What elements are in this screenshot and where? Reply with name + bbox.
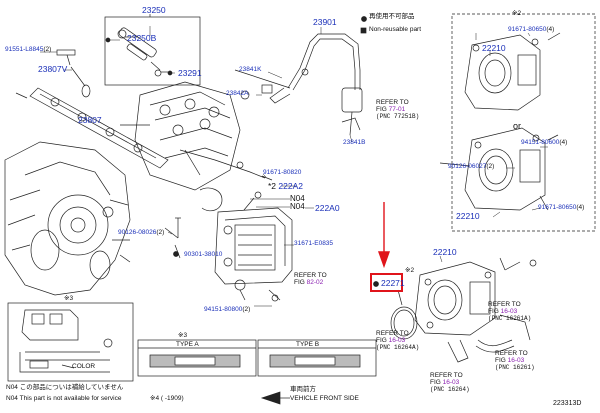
- throttle-actuator-drawing: [164, 187, 293, 302]
- type-a-label: TYPE A: [176, 341, 199, 348]
- part-22210-alt-a[interactable]: 22210: [482, 43, 506, 53]
- injector-drawing: [117, 27, 168, 77]
- part-23841K[interactable]: 23841K: [239, 66, 262, 73]
- mark-x3-inset: ※3: [64, 295, 74, 302]
- note-n04-b: N04: [290, 202, 305, 211]
- highlight-box-22271: [370, 273, 403, 292]
- refer-to-16-03-16261A[interactable]: REFER TO FIG 16-03 (PNC 16261A): [488, 301, 532, 322]
- part-90301-38010[interactable]: 90301-38010: [184, 251, 223, 258]
- fuel-rail-drawing: [15, 87, 169, 169]
- clip-drawing: [56, 49, 91, 98]
- part-23841B[interactable]: 23841B: [343, 139, 366, 146]
- part-23807[interactable]: 23807: [78, 115, 102, 125]
- part-91671-80650-b[interactable]: 91671-80650(4): [538, 204, 585, 211]
- note-n04-a: N04: [290, 194, 305, 203]
- square-symbol: [360, 27, 367, 34]
- sensor-inset-box: [7, 302, 134, 382]
- part-94151-80600[interactable]: 94151-80600(4): [521, 139, 568, 146]
- legend-non-reusable-en: Non-reusable part: [369, 26, 422, 33]
- part-23250B[interactable]: 23250B: [127, 33, 157, 43]
- part-23842A[interactable]: 23842A: [226, 90, 249, 97]
- red-pointer-arrow: [378, 202, 390, 269]
- throttle-body-main-drawing: [414, 257, 537, 363]
- part-91671-80650-a[interactable]: 91671-80650(4): [508, 26, 555, 33]
- part-94151-80800[interactable]: 94151-80800(2): [204, 306, 251, 313]
- alternatives-box: [451, 13, 596, 232]
- sensor-inset-drawing: [19, 309, 113, 373]
- refer-to-16-03-16264A[interactable]: REFER TO FIG 16-03 (PNC 16264A): [376, 330, 420, 351]
- throttle-body-alt-b-drawing: [439, 127, 559, 211]
- type-b-label: TYPE B: [296, 341, 320, 348]
- part-90126-06027[interactable]: 90126-06027(2): [448, 163, 495, 170]
- refer-to-16-03-16264[interactable]: REFER TO FIG 16-03 (PNC 16264): [430, 372, 470, 393]
- part-222A2[interactable]: *2 222A2: [268, 181, 304, 191]
- mark-x3-type: ※3: [178, 332, 188, 339]
- part-222A0[interactable]: 222A0: [315, 203, 340, 213]
- engine-block-drawing: [134, 81, 241, 191]
- part-23807V[interactable]: 23807V: [38, 64, 68, 74]
- part-22210-alt-b[interactable]: 22210: [456, 211, 480, 221]
- injector-group-box: [104, 16, 201, 86]
- refer-to-16-03-16261[interactable]: REFER TO FIG 16-03 (PNC 16261): [495, 350, 535, 371]
- vehicle-front-en: VEHICLE FRONT SIDE: [290, 395, 359, 402]
- refer-to-82-02[interactable]: REFER TO FIG 82-02: [294, 272, 327, 286]
- footer-date-range: ※4 ( -1909): [150, 395, 184, 402]
- legend-not-reusable-jp: 再使用不可部品: [369, 13, 415, 20]
- or-label: or: [513, 121, 522, 131]
- part-91671-80820[interactable]: 91671-80820: [263, 169, 302, 176]
- part-23250[interactable]: 23250: [142, 5, 166, 15]
- non-reusable-symbol: [361, 16, 367, 22]
- mark-x2-inset: ※2: [512, 10, 522, 17]
- diagram-id: 223313D: [553, 400, 582, 407]
- mark-x2-gasket: ※2: [405, 267, 415, 274]
- part-22210-main[interactable]: 22210: [433, 247, 457, 257]
- leader-lines: [40, 26, 548, 307]
- type-b-box: [257, 339, 377, 377]
- type-a-box: [137, 339, 257, 377]
- footer-note-jp: N04 この部品についは補給していません: [6, 384, 124, 391]
- footer-note-en: N04 This part is not available for servi…: [6, 395, 122, 402]
- vehicle-front-arrow: [260, 391, 290, 405]
- color-label: COLOR: [72, 363, 96, 370]
- part-23901[interactable]: 23901: [313, 17, 337, 27]
- vehicle-front-jp: 車両前方: [290, 386, 316, 393]
- refer-to-77-01[interactable]: REFER TO FIG 77-01 (PNC 77251B): [376, 99, 420, 120]
- part-23291[interactable]: 23291: [178, 68, 202, 78]
- part-90126-08026[interactable]: 90126-08026(2): [118, 229, 165, 236]
- part-31671-E0835[interactable]: 31671-E0835: [294, 240, 334, 247]
- pipe-drawing: [179, 149, 273, 181]
- fuel-hose-drawing: [234, 33, 363, 136]
- part-22271[interactable]: 22271: [381, 278, 405, 288]
- intake-manifold-drawing: [4, 141, 131, 296]
- part-91551-L8845[interactable]: 91551-L8845(2): [5, 46, 52, 53]
- throttle-body-alt-a-drawing: [464, 32, 561, 111]
